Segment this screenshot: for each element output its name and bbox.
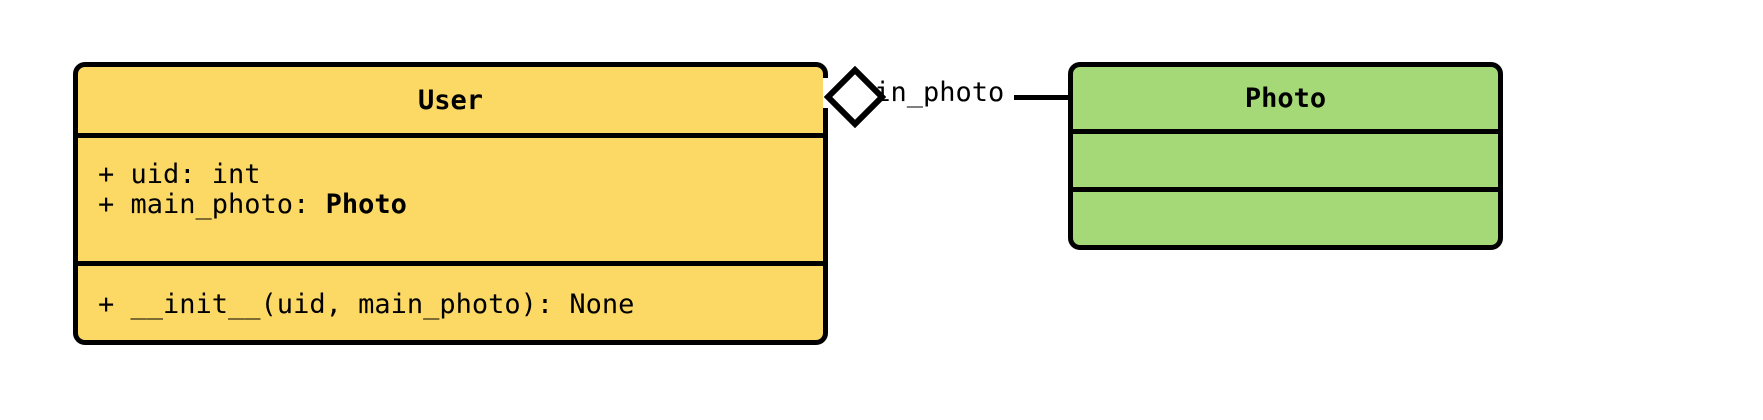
uml-class-photo[interactable]: Photo xyxy=(1068,62,1503,250)
association-line-target xyxy=(1014,95,1070,100)
attribute-main-photo: + main_photo: Photo xyxy=(98,190,823,220)
attribute-main-photo-prefix: + main_photo: xyxy=(98,189,326,221)
attribute-uid: + uid: int xyxy=(98,159,261,190)
method-init: + __init__(uid, main_photo): None xyxy=(98,289,635,320)
class-photo-attributes xyxy=(1073,129,1498,187)
attribute-main-photo-type: Photo xyxy=(325,189,407,221)
aggregation-diamond-icon xyxy=(824,66,886,128)
class-photo-title: Photo xyxy=(1244,82,1327,114)
class-user-attributes: + uid: int + main_photo: Photo xyxy=(78,133,823,261)
uml-class-user[interactable]: User + uid: int + main_photo: Photo + __… xyxy=(73,62,828,345)
class-user-title: User xyxy=(417,84,484,116)
class-user-methods: + __init__(uid, main_photo): None xyxy=(78,261,823,340)
class-photo-methods xyxy=(1073,187,1498,245)
